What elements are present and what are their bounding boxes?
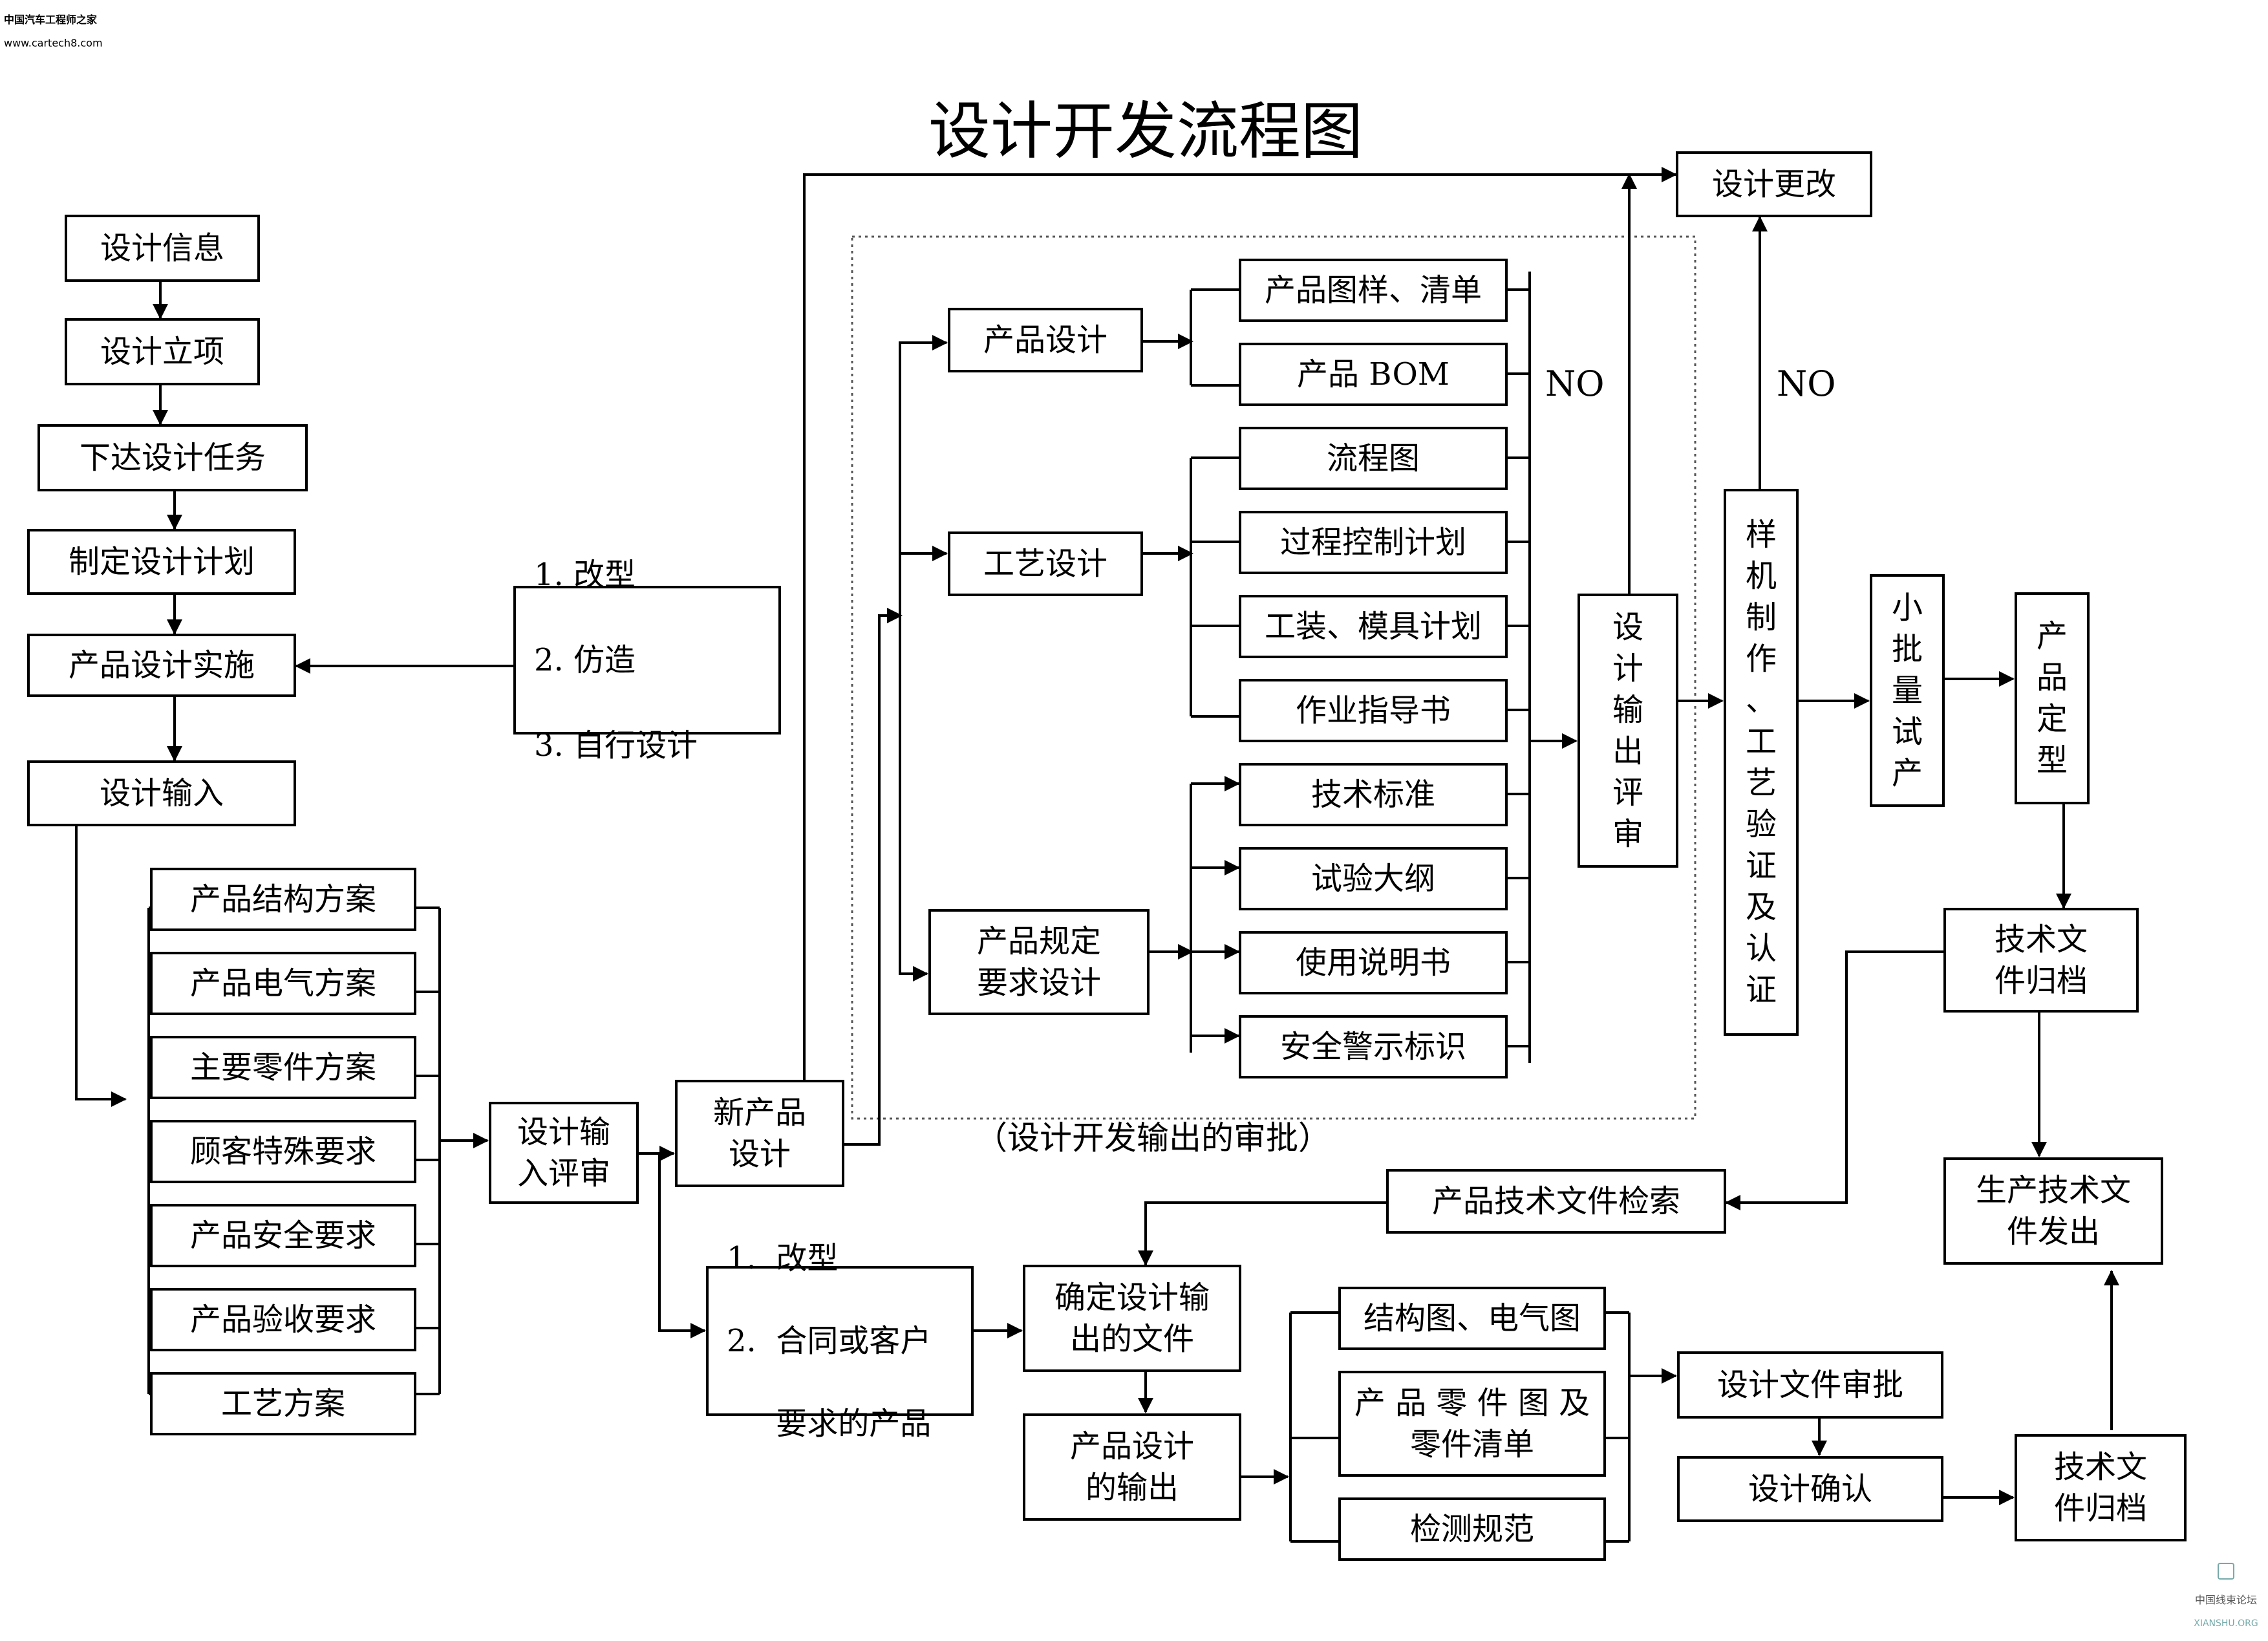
box-archive-bottom: 技术文 件归档 — [2015, 1434, 2187, 1541]
option-item: 1. 改型 — [534, 557, 636, 593]
watermark: 中国汽车工程师之家 www.cartech8.com — [4, 3, 103, 49]
box-input-review: 设计输 入评审 — [489, 1102, 639, 1204]
box-output: 安全警示标识 — [1239, 1015, 1508, 1078]
review-frame-caption: （设计开发输出的审批） — [975, 1119, 1331, 1157]
box-output: 工装、模具计划 — [1239, 595, 1508, 658]
box-output: 流程图 — [1239, 427, 1508, 490]
box-finalize: 产 品 定 型 — [2015, 592, 2090, 804]
box-doc-item: 结构图、电气图 — [1338, 1287, 1606, 1350]
box-design-options: 1. 改型 2. 仿造 3. 自行设计 — [513, 557, 781, 764]
process-design-bracket — [1190, 456, 1239, 718]
box-output: 产品 BOM — [1239, 343, 1508, 406]
box-design-info: 设计信息 — [65, 215, 260, 282]
loop-to-design-change — [803, 167, 1677, 1080]
arrow-to-spec-design — [899, 616, 928, 981]
box-design-project: 设计立项 — [65, 318, 260, 385]
watermark-line2: www.cartech8.com — [4, 37, 103, 49]
box-doc-approval: 设计文件审批 — [1677, 1351, 1943, 1419]
docs-left-bracket — [1289, 1311, 1338, 1543]
box-input-item: 主要零件方案 — [150, 1036, 416, 1099]
items-left-ticks — [149, 906, 150, 1395]
box-output: 过程控制计划 — [1239, 511, 1508, 574]
option-item: 3. 自行设计 — [534, 727, 698, 764]
arrow-archive-to-retrieval — [1725, 950, 1943, 1210]
box-output: 作业指导书 — [1239, 679, 1508, 742]
box-output: 试验大纲 — [1239, 847, 1508, 910]
items-right-ticks — [416, 906, 440, 1395]
box-spec-design: 产品规定 要求设计 — [928, 909, 1150, 1015]
watermark-line1: 中国汽车工程师之家 — [4, 14, 98, 26]
arrow-retrieval-to-confirm — [1138, 1201, 1386, 1266]
box-design-output: 产品设计 的输出 — [1023, 1413, 1241, 1521]
arrow-to-product-design — [899, 335, 948, 616]
box-make-plan: 制定设计计划 — [27, 529, 296, 595]
arrow-input-to-items — [75, 826, 127, 1107]
connector-layer — [75, 167, 2119, 1543]
box-input-item: 产品电气方案 — [150, 952, 416, 1015]
box-input-item: 产品验收要求 — [150, 1288, 416, 1351]
footer-logo: 中国线束论坛 XIANSHU.ORG — [2189, 1550, 2263, 1641]
arrow-review-to-modify — [658, 1153, 706, 1338]
box-archive-top: 技术文 件归档 — [1943, 908, 2139, 1013]
box-doc-item: 检测规范 — [1338, 1497, 1606, 1561]
arrow-newproduct-to-branches — [844, 608, 903, 1146]
box-doc-item: 产 品 零 件 图 及 零件清单 — [1338, 1371, 1606, 1477]
box-design-change: 设计更改 — [1676, 151, 1872, 217]
modify-item: 1. 改型 — [727, 1240, 839, 1276]
option-item: 2. 仿造 — [534, 642, 636, 678]
box-confirm-docs: 确定设计输 出的文件 — [1023, 1265, 1241, 1372]
box-retrieval: 产品技术文件检索 — [1386, 1169, 1726, 1234]
box-implement: 产品设计实施 — [27, 634, 296, 697]
box-process-design: 工艺设计 — [948, 531, 1143, 596]
product-design-bracket — [1190, 288, 1239, 387]
box-output: 技术标准 — [1239, 763, 1508, 826]
box-input-item: 顾客特殊要求 — [150, 1120, 416, 1183]
box-design-confirm: 设计确认 — [1677, 1456, 1943, 1522]
modify-item: 2. 合同或客户 — [727, 1323, 932, 1359]
footer-logo-line2: XIANSHU.ORG — [2194, 1618, 2258, 1629]
box-small-batch: 小 批 量 试 产 — [1870, 574, 1945, 807]
box-input-item: 产品结构方案 — [150, 868, 416, 931]
box-design-input: 设计输入 — [27, 760, 296, 826]
outputs-right-ticks — [1508, 288, 1530, 1047]
flowchart-canvas: 中国汽车工程师之家 www.cartech8.com 设计开发流程图 设计信息 … — [4, 3, 2258, 1629]
box-input-item: 工艺方案 — [150, 1372, 416, 1435]
box-output-review: 设 计 输 出 评 审 — [1578, 594, 1678, 868]
page-title: 设计开发流程图 — [928, 95, 1363, 167]
docs-right-bracket — [1606, 1311, 1631, 1543]
box-modify-options: 1. 改型 2. 合同或客户 要求的产品 — [706, 1240, 974, 1442]
footer-logo-icon — [2218, 1563, 2234, 1580]
box-product-design: 产品设计 — [948, 308, 1143, 372]
box-assign-task: 下达设计任务 — [37, 424, 308, 491]
footer-logo-line1: 中国线束论坛 — [2194, 1594, 2257, 1606]
no-label-prototype: NO — [1777, 363, 1836, 404]
box-release: 生产技术文 件发出 — [1943, 1157, 2163, 1265]
box-prototype: 样 机 制 作 、 工 艺 验 证 及 认 证 — [1724, 489, 1799, 1036]
box-new-product: 新产品 设计 — [675, 1080, 844, 1187]
box-output: 使用说明书 — [1239, 931, 1508, 994]
box-input-item: 产品安全要求 — [150, 1204, 416, 1267]
box-output: 产品图样、清单 — [1239, 259, 1508, 322]
modify-item: 要求的产品 — [727, 1406, 932, 1442]
no-label-review: NO — [1545, 363, 1605, 404]
output-review-frame — [851, 235, 1696, 1120]
